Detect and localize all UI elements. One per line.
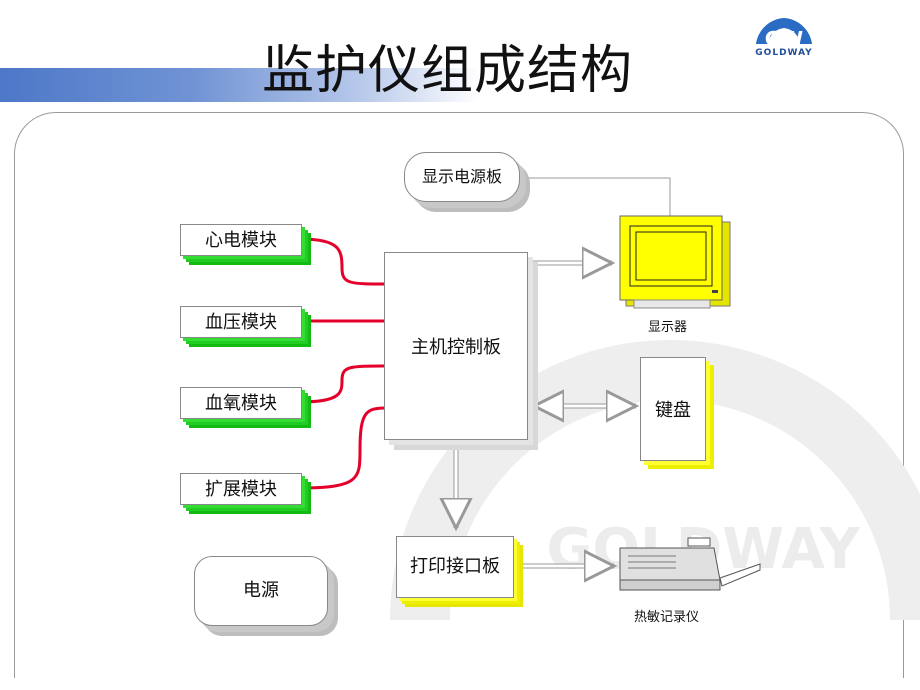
power-supply-label: 电源 — [243, 580, 279, 601]
keyboard-label: 键盘 — [655, 400, 691, 421]
page-title: 监护仪组成结构 — [262, 41, 634, 101]
header-bar — [0, 68, 480, 102]
ecg-module: 心电模块 — [180, 224, 302, 256]
display-power-board-label: 显示电源板 — [421, 167, 502, 186]
bp-module: 血压模块 — [180, 306, 302, 338]
ext-module: 扩展模块 — [180, 473, 302, 505]
spo2-module: 血氧模块 — [180, 387, 302, 419]
ecg-module-label: 心电模块 — [205, 230, 277, 251]
display-power-board: 显示电源板 — [404, 152, 520, 202]
svg-text:GW: GW — [765, 27, 803, 51]
print-interface-board-label: 打印接口板 — [410, 556, 500, 577]
main-control-board-label: 主机控制板 — [411, 337, 501, 358]
ext-module-label: 扩展模块 — [205, 479, 277, 500]
goldway-logo: GW — [756, 18, 812, 51]
keyboard: 键盘 — [640, 357, 706, 461]
logo-text: GOLDWAY — [755, 48, 813, 58]
spo2-module-label: 血氧模块 — [205, 393, 277, 414]
printer-caption: 热敏记录仪 — [634, 610, 700, 625]
print-interface-board: 打印接口板 — [396, 536, 514, 598]
bp-module-label: 血压模块 — [205, 312, 277, 333]
power-supply: 电源 — [194, 556, 328, 626]
monitor-caption: 显示器 — [648, 320, 688, 335]
main-control-board: 主机控制板 — [384, 252, 528, 440]
